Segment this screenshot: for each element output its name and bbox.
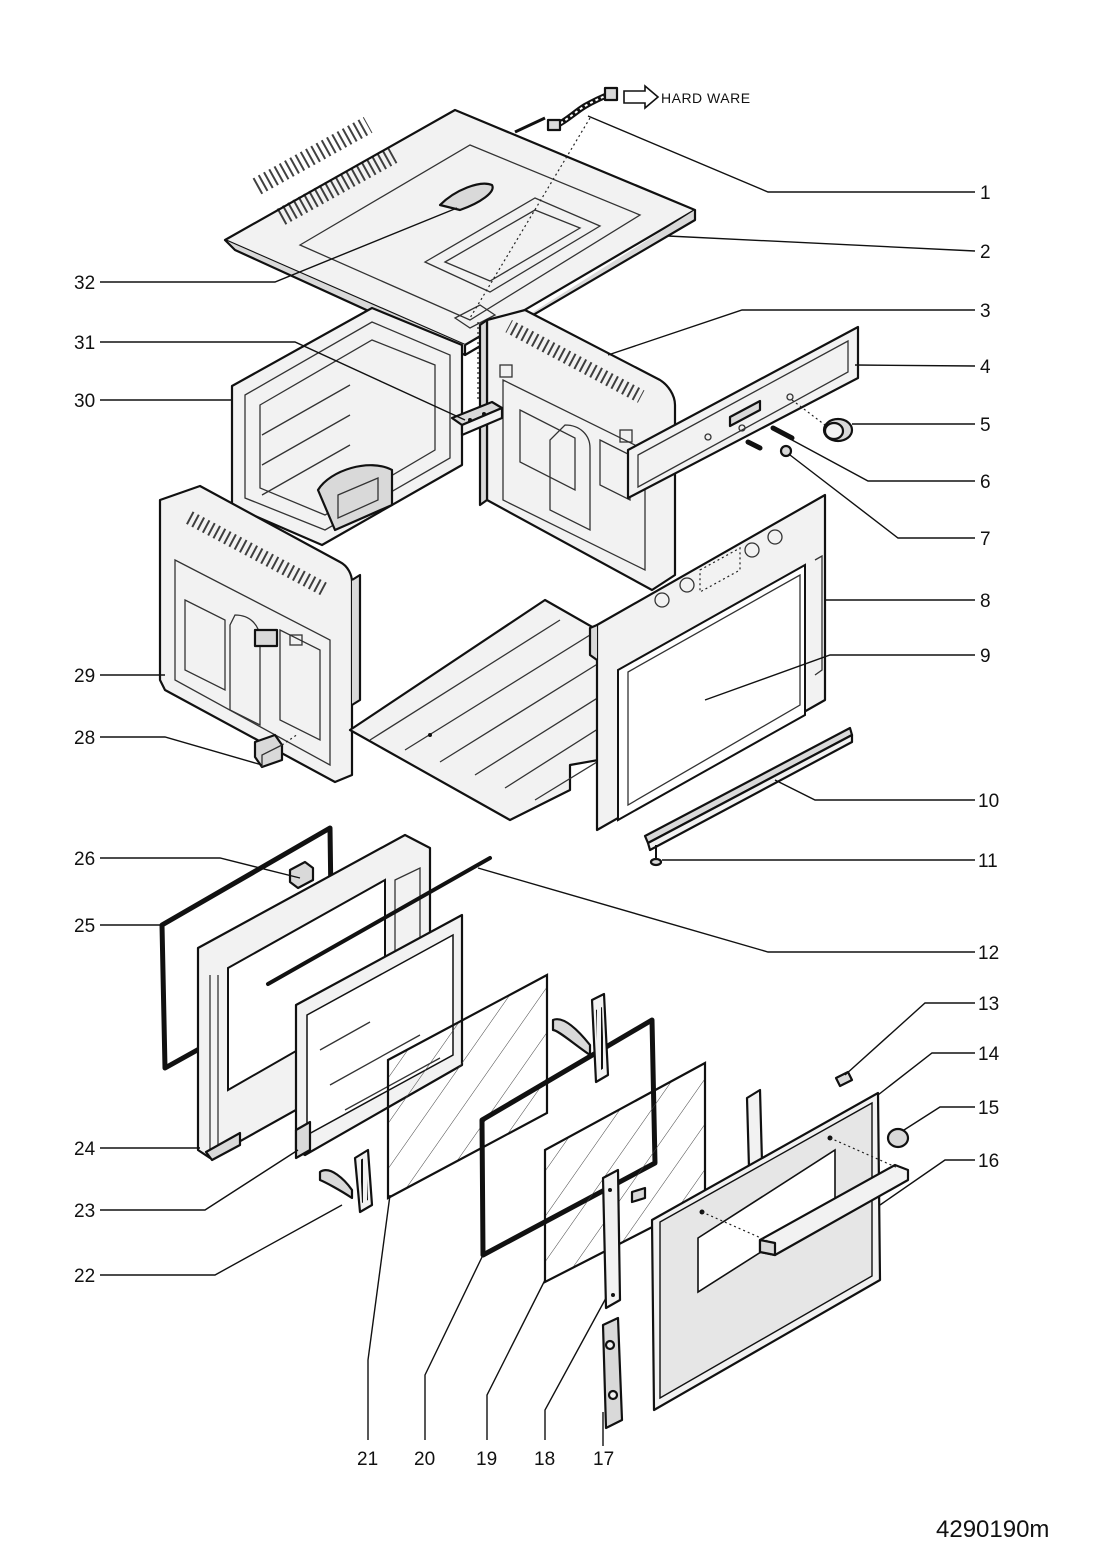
callout-22: 22 [74, 1266, 95, 1287]
callout-7: 7 [980, 529, 991, 550]
callout-10: 10 [978, 791, 999, 812]
callout-8: 8 [980, 591, 991, 612]
knob-part [822, 417, 854, 443]
leader-lines [100, 115, 976, 1446]
callout-29: 29 [74, 666, 95, 687]
callout-14: 14 [978, 1044, 1000, 1065]
callout-6: 6 [980, 472, 991, 493]
callout-12: 12 [978, 943, 999, 964]
drawing-id: 4290190m [936, 1516, 1049, 1543]
callout-24: 24 [74, 1139, 96, 1160]
screw-part [649, 845, 663, 867]
small-clip-part [834, 1070, 854, 1088]
callout-32: 32 [74, 273, 95, 294]
callout-19: 19 [476, 1449, 497, 1470]
callout-labels: 1 2 3 4 5 6 7 8 9 10 11 12 13 14 15 16 1… [74, 183, 1000, 1470]
callout-26: 26 [74, 849, 95, 870]
callout-23: 23 [74, 1201, 95, 1222]
callout-3: 3 [980, 301, 991, 322]
callout-20: 20 [414, 1449, 435, 1470]
glass-pane-inner-part [386, 973, 549, 1200]
switch-part [745, 425, 795, 451]
front-frame-part [588, 493, 827, 832]
outer-door-strip-part [745, 1088, 764, 1170]
hardware-note: HARD WARE [661, 90, 751, 106]
callout-11: 11 [978, 851, 998, 872]
callout-16: 16 [978, 1151, 999, 1172]
door-side-strip-part [601, 1168, 647, 1310]
back-panel-part [230, 306, 464, 547]
control-panel-part [626, 325, 860, 500]
callout-28: 28 [74, 728, 95, 749]
door-bracket-part [288, 860, 315, 890]
left-hinge-part [318, 1148, 374, 1214]
wiring-harness-part [546, 84, 660, 132]
callout-25: 25 [74, 916, 95, 937]
callout-5: 5 [980, 415, 991, 436]
callout-18: 18 [534, 1449, 555, 1470]
arrow-right-icon [623, 84, 660, 110]
callout-30: 30 [74, 391, 95, 412]
callout-2: 2 [980, 242, 991, 263]
callout-13: 13 [978, 994, 999, 1015]
left-side-panel-part [158, 484, 362, 784]
right-hinge-part [551, 992, 610, 1084]
callout-1: 1 [980, 183, 991, 204]
top-cover-part [223, 108, 697, 357]
lamp-part [779, 444, 793, 458]
callout-9: 9 [980, 646, 991, 667]
callout-21: 21 [357, 1449, 378, 1470]
clip-part [253, 733, 284, 769]
callout-17: 17 [593, 1449, 614, 1470]
door-handle-part [758, 1163, 910, 1257]
callout-15: 15 [978, 1098, 999, 1119]
hinge-bracket-part [601, 1316, 624, 1438]
callout-4: 4 [980, 357, 991, 378]
trim-strip-part [643, 726, 854, 852]
seal-rod-part [266, 856, 492, 986]
handle-end-cap-part [886, 1127, 910, 1149]
callout-31: 31 [74, 333, 95, 354]
